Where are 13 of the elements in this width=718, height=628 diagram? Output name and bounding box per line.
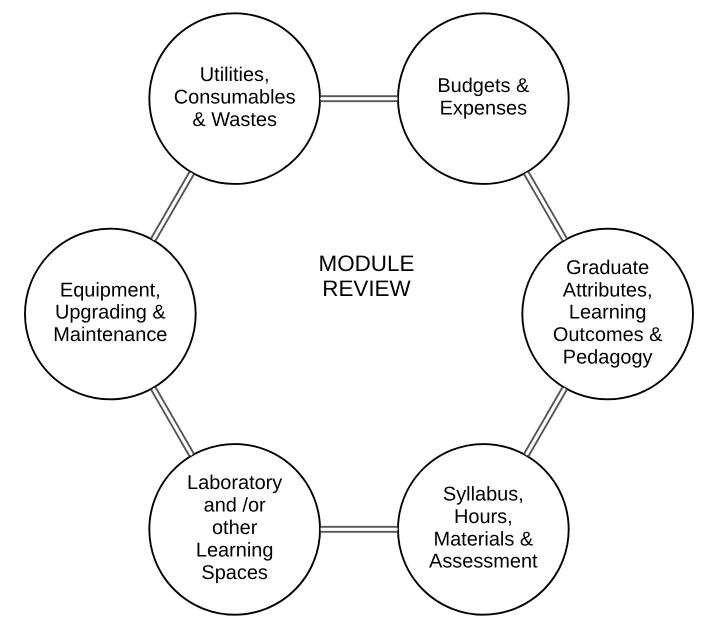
connector — [320, 526, 398, 533]
node-circle: Graduate Attributes, Learning Outcomes & Pedagogy — [521, 228, 694, 400]
node-circle: Budgets & Expenses — [397, 12, 570, 185]
connector — [150, 386, 195, 457]
connector — [150, 171, 195, 242]
node-circle: Equipment, Upgrading & Maintenance — [24, 228, 197, 400]
node-circle: Utilities, Consumables & Wastes — [148, 12, 321, 185]
connector — [320, 95, 398, 102]
connector — [523, 171, 568, 242]
node-circle: Syllabus, Hours, Materials & Assessment — [397, 443, 570, 616]
connector — [523, 386, 568, 457]
label: MODULE REVIEW — [318, 250, 414, 301]
node-circle: Laboratory and /or other Learning Spaces — [148, 443, 321, 616]
